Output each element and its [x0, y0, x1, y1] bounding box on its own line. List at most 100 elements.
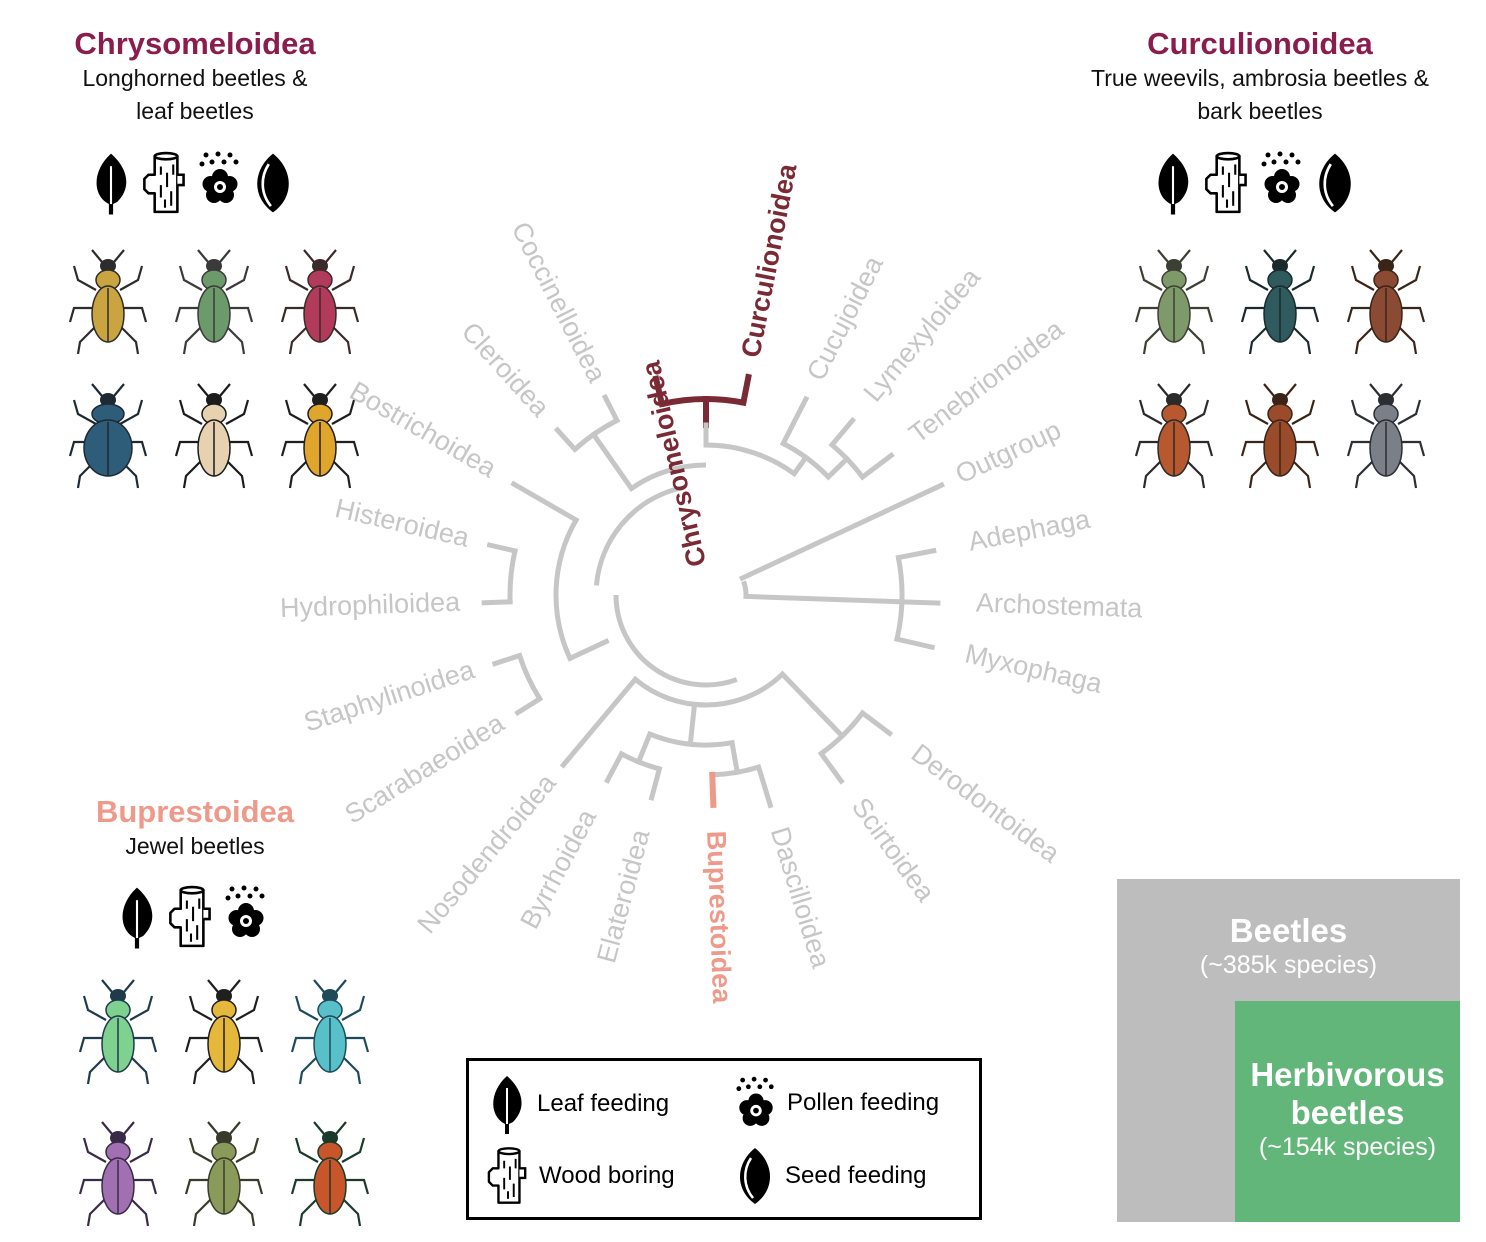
beetles-count: (~385k species) — [1199, 951, 1378, 979]
tip-label-scirtoidea: Scirtoidea — [846, 792, 941, 908]
buprestoidea-beetle-images — [76, 976, 372, 1230]
beetle-image — [68, 383, 148, 489]
pollen-icon — [735, 1075, 777, 1131]
beetle-image — [1346, 249, 1426, 355]
tree-branch — [790, 453, 810, 478]
curculionoidea-subtitle-1: True weevils, ambrosia beetles & — [1091, 65, 1429, 91]
tree-branch — [601, 393, 621, 424]
chrysomeloidea-subtitle-1: Longhorned beetles & — [82, 65, 308, 91]
tree-branch — [510, 480, 580, 524]
beetle-image — [174, 249, 254, 355]
tree-arc — [705, 442, 796, 476]
tip-label-hydrophiloidea: Hydrophiloidea — [280, 587, 462, 623]
tree-branch — [824, 455, 851, 481]
tip-label-archostemata: Archostemata — [975, 588, 1144, 624]
beetle-image — [290, 979, 370, 1085]
tip-label-adephaga: Adephaga — [966, 504, 1094, 557]
tree-branch — [491, 652, 523, 667]
beetle-image — [68, 249, 148, 355]
tree-branch — [817, 750, 845, 785]
tree-branch — [755, 764, 774, 809]
chrysomeloidea-branch — [652, 375, 666, 408]
tree-labels: ChrysomeloideaCurculionoideaCucujoideaLy… — [280, 160, 1144, 1004]
tree-branch — [828, 416, 857, 449]
seed-icon — [735, 1145, 775, 1207]
herbivorous-box-text: Herbivorous beetles (~154k species) — [1235, 1056, 1460, 1162]
tip-label-myxophaga: Myxophaga — [962, 638, 1106, 699]
tree-branch — [899, 599, 941, 606]
tip-label-scarabaeoidea: Scarabaeoidea — [339, 707, 510, 829]
legend-pollen-label: Pollen feeding — [787, 1089, 940, 1116]
legend-seed-label: Seed feeding — [785, 1162, 927, 1189]
tip-label-elateroidea: Elateroidea — [591, 825, 656, 966]
legend-wood-label: Wood boring — [539, 1162, 675, 1189]
beetle-image — [1134, 383, 1214, 489]
herbivorous-title-1: Herbivorous — [1250, 1056, 1445, 1093]
tree-branch — [559, 675, 639, 769]
beetle-image — [290, 1121, 370, 1227]
curculionoidea-subtitle-2: bark beetles — [1197, 98, 1323, 124]
tree-branch — [743, 593, 905, 605]
herbivorous-species-box — [1235, 1001, 1460, 1222]
beetle-image — [280, 383, 360, 489]
feeding-legend: Leaf feeding Wood boring Pollen feeding … — [466, 1058, 982, 1220]
tree-branch — [778, 670, 846, 740]
tree-arc — [694, 672, 785, 708]
beetle-image — [1240, 249, 1320, 355]
tree-branch — [729, 739, 741, 776]
tree-arc — [517, 654, 542, 701]
tree-branch — [514, 695, 544, 717]
buprestoidea-title: Buprestoidea — [95, 794, 295, 829]
curculionoidea-title: Curculionoidea — [1147, 26, 1373, 61]
buprestoidea-branch — [709, 771, 717, 808]
curculionoidea-panel: Curculionoidea True weevils, ambrosia be… — [1050, 26, 1470, 128]
tree-branch — [553, 426, 579, 453]
beetle-image — [184, 1121, 264, 1227]
tip-label-outgroup: Outgroup — [951, 415, 1066, 490]
legend-wood: Wood boring — [487, 1145, 675, 1207]
tip-label-bostrichoidea: Bostrichoidea — [345, 376, 503, 484]
herbivorous-title-2: beetles — [1290, 1094, 1405, 1131]
tip-label-derodontoidea: Derodontoidea — [906, 738, 1066, 869]
beetle-image — [174, 383, 254, 489]
tip-label-curculionoidea: Curculionoidea — [736, 160, 803, 360]
buprestoidea-subtitle: Jewel beetles — [125, 833, 265, 859]
curculionoidea-beetle-images — [1132, 246, 1428, 492]
legend-leaf-label: Leaf feeding — [537, 1090, 670, 1117]
tree-branch — [779, 395, 810, 447]
tree-branch — [566, 638, 610, 662]
tree-branches — [481, 373, 945, 809]
chryso-curc-arc — [661, 396, 744, 407]
chrysomeloidea-title: Chrysomeloidea — [74, 26, 316, 61]
tree-branch — [859, 709, 894, 737]
legend-pollen: Pollen feeding — [735, 1075, 939, 1131]
tree-branch — [859, 451, 895, 481]
tree-branch — [590, 430, 635, 492]
tree-arc — [894, 557, 905, 640]
tree-branch — [635, 730, 654, 766]
tree-branch — [604, 750, 625, 784]
tree-branch — [486, 542, 519, 554]
tree-arc — [630, 462, 707, 491]
beetle-image — [78, 1121, 158, 1227]
beetle-image — [280, 249, 360, 355]
beetles-title: Beetles — [1229, 912, 1348, 949]
outgroup-branch — [738, 481, 945, 582]
beetle-image — [78, 979, 158, 1085]
beetle-image — [1240, 383, 1320, 489]
wood-icon — [487, 1145, 529, 1207]
chrysomeloidea-panel: Chrysomeloidea Longhorned beetles & leaf… — [40, 26, 350, 128]
legend-leaf: Leaf feeding — [487, 1073, 669, 1135]
tip-label-coccinelloidea: Coccinelloidea — [506, 217, 613, 388]
beetle-image — [1346, 383, 1426, 489]
beetles-box-text: Beetles (~385k species) — [1117, 912, 1460, 980]
curculionoidea-branch — [739, 373, 752, 407]
buprestoidea-panel: Buprestoidea Jewel beetles — [40, 794, 350, 863]
beetle-image — [1134, 249, 1214, 355]
tip-label-staphylinoidea: Staphylinoidea — [300, 654, 479, 738]
herbivorous-count: (~154k species) — [1258, 1133, 1437, 1161]
tip-label-dascilloidea: Dascilloidea — [765, 823, 837, 972]
tree-branch — [648, 765, 663, 801]
tree-branch — [895, 547, 937, 561]
